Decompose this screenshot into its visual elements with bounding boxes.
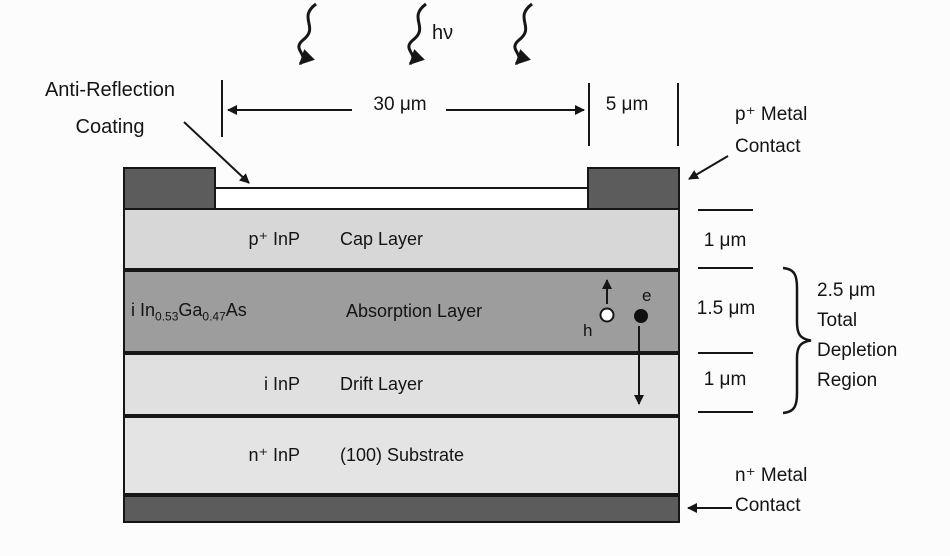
cap-layer: p⁺ InP Cap Layer	[123, 208, 680, 270]
depletion-region-label: 2.5 μm Total Depletion Region	[817, 280, 898, 391]
absorption-thickness-dimension: 1.5 μm	[696, 298, 756, 319]
p-metal-contact-block-right	[587, 167, 680, 210]
substrate-layer-name: (100) Substrate	[340, 445, 465, 465]
cap-layer-material: p⁺ InP	[248, 228, 300, 249]
absorption-layer-name: Absorption Layer	[346, 301, 483, 321]
n-metal-contact-bar	[123, 495, 680, 523]
absorption-layer: i In0.53Ga0.47As Absorption Layer	[123, 270, 680, 353]
drift-layer: i InP Drift Layer	[123, 353, 680, 416]
drift-layer-name: Drift Layer	[340, 374, 424, 394]
mesa-width-dimension: 30 μm	[373, 94, 427, 115]
contact-width-dimension: 5 μm	[605, 94, 649, 115]
photon-energy-label: hν	[432, 22, 454, 44]
cap-thickness-dimension: 1 μm	[703, 230, 747, 251]
anti-reflection-coating-strip	[216, 187, 587, 210]
p-metal-pointer-arrow	[688, 155, 729, 180]
absorption-layer-material: i In0.53Ga0.47As	[131, 299, 247, 324]
substrate-layer: n⁺ InP (100) Substrate	[123, 416, 680, 495]
drift-thickness-dimension: 1 μm	[703, 369, 747, 390]
photon-arrows-icon	[297, 2, 533, 66]
p-metal-contact-block-left	[123, 167, 216, 210]
electron-label: e	[642, 286, 652, 305]
hole-label: h	[583, 321, 593, 340]
anti-reflection-coating-label: Anti-Reflection Coating	[44, 79, 176, 138]
cap-layer-name: Cap Layer	[340, 228, 424, 249]
depletion-brace	[782, 266, 812, 415]
drift-layer-material: i InP	[263, 374, 300, 394]
p-metal-contact-label: p⁺ Metal Contact	[735, 104, 808, 157]
substrate-layer-material: n⁺ InP	[248, 445, 300, 465]
n-metal-contact-label: n⁺ Metal Contact	[735, 465, 808, 516]
